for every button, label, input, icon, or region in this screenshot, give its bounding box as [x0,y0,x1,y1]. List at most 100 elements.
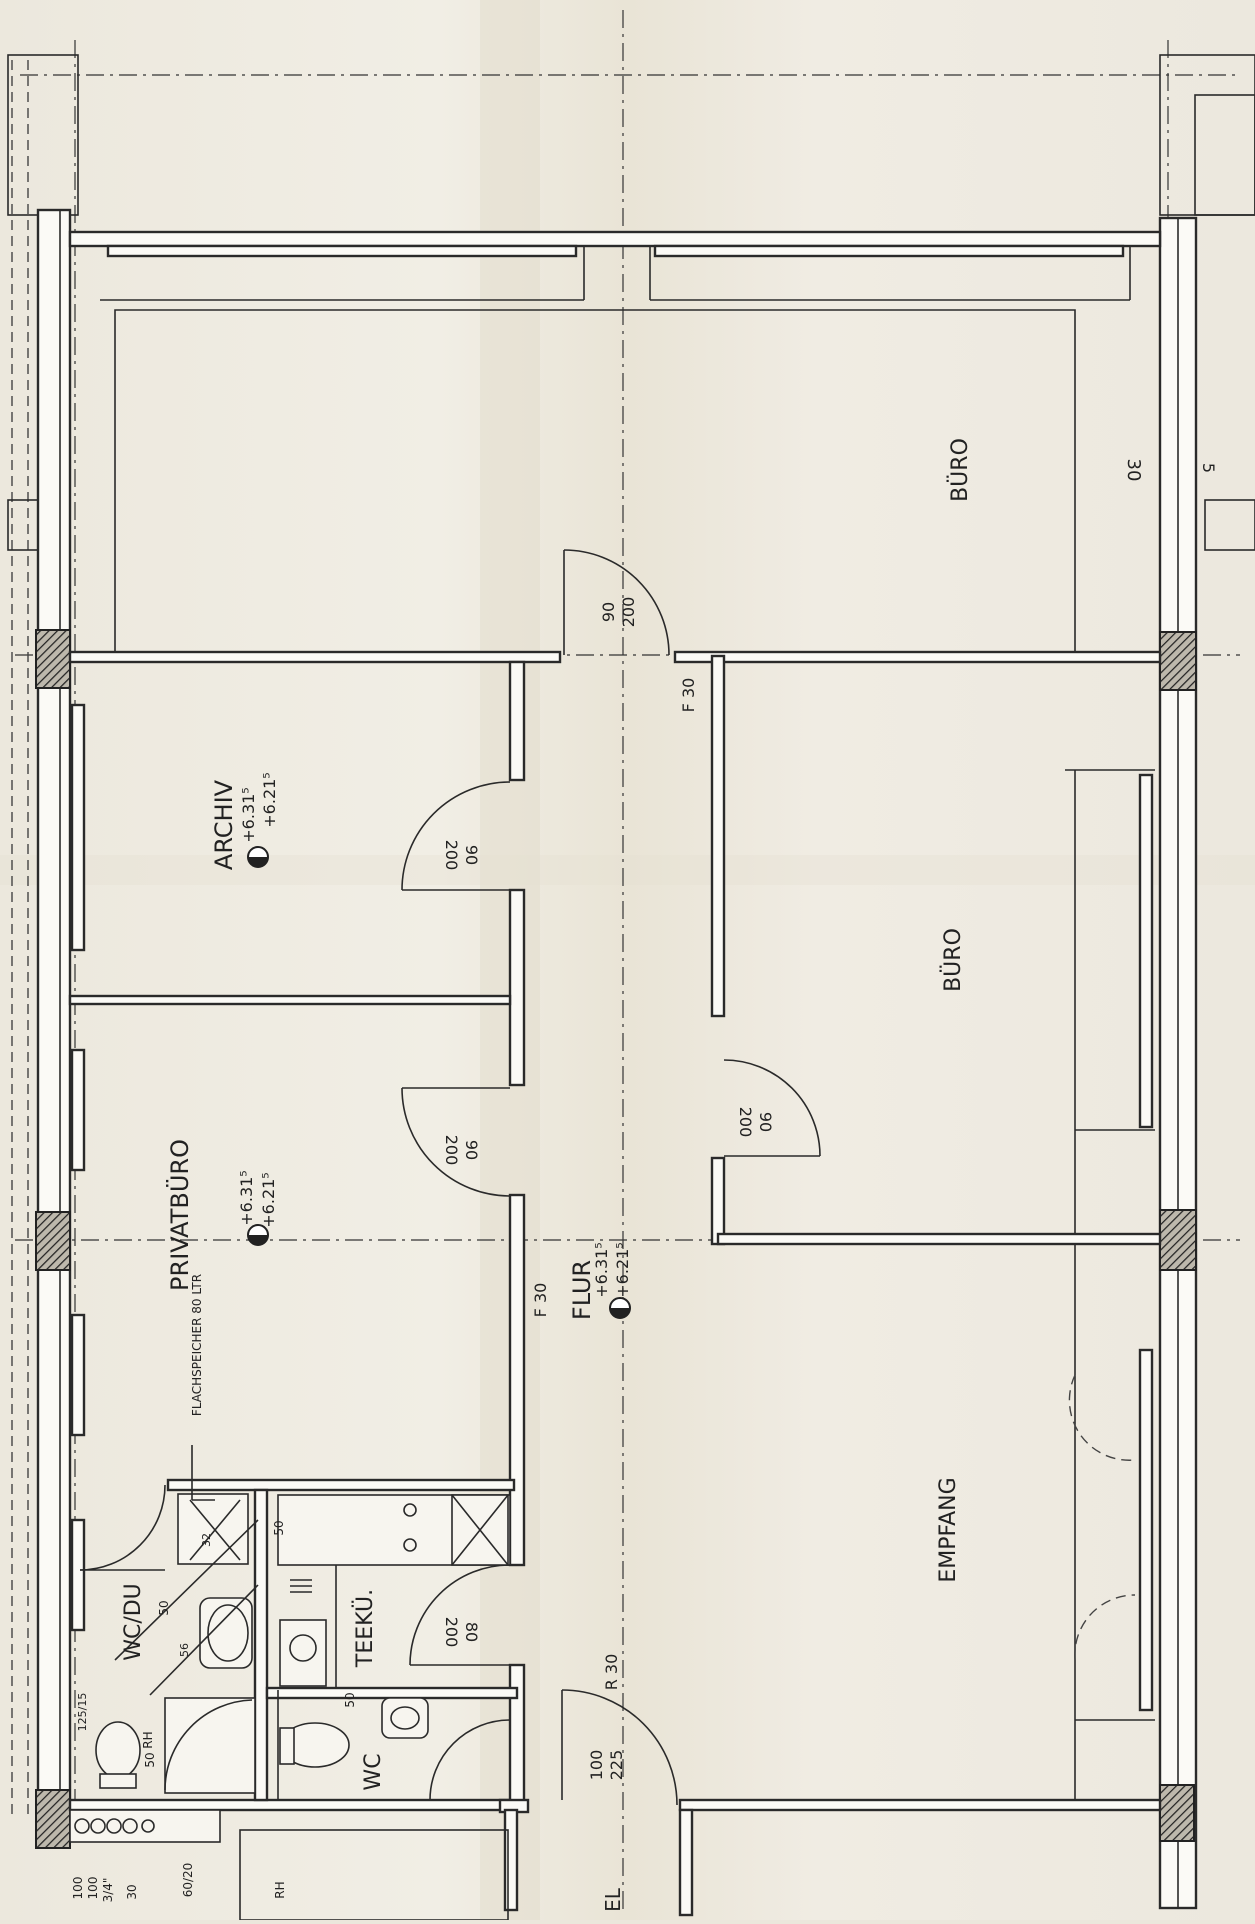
shower-curtain-arc [164,1699,253,1791]
rh-label: RH [141,1731,155,1748]
door-dim-buero-top-width: 90 [599,602,618,622]
exterior-wall-top [68,230,1162,248]
door-dim-buero-mid-height: 200 [736,1107,755,1138]
window-left [70,1048,86,1172]
column [35,1789,71,1849]
door-dim-teekueche-height: 200 [442,1617,461,1648]
dimension-label: 50 [157,1600,171,1615]
column [35,629,71,689]
room-outline-buero-top [114,309,1076,660]
door-swing-dashed [1068,1374,1136,1461]
door-swing-wc-du [79,1484,166,1571]
dimension-label: 50 [272,1520,286,1535]
window-top-left [106,244,578,258]
balcony-outline-right-2 [1204,499,1255,551]
door-dim-buero-top-height: 200 [619,597,638,628]
fold-shadow [0,855,1255,885]
window-left [70,703,86,952]
door-swing-wc [429,1719,511,1801]
level-marker-flur [609,1297,631,1319]
door-swing-teekueche [409,1564,511,1666]
balcony-outline-right-inner [1194,94,1255,216]
wall-wc-teekueche [265,1686,519,1700]
level-archiv-lower: +6.21⁵ [260,772,279,827]
dimension-label: 32 [200,1533,213,1547]
diagonal-pipe [114,1519,259,1661]
level-marker-privatbuero [247,1224,269,1246]
window-left [70,1313,86,1437]
wall-bottom-left [68,1798,512,1812]
water-heater-cross [189,1499,241,1561]
wall-bottom-stub [503,1808,519,1912]
door-swing-dashed [1074,1594,1136,1661]
level-marker-archiv [247,846,269,868]
door-swing-buero-top [563,549,670,656]
door-swing-entry [561,1689,678,1806]
wall-corridor-right-1 [710,654,726,1018]
wall-corridor-left-2 [508,888,526,1087]
dimension-label: 50 [343,1692,357,1707]
door-dim-entry-height: 225 [607,1750,626,1781]
pipe [90,1818,106,1834]
column [1159,1209,1197,1271]
door-dim-privatbuero-height: 200 [442,1135,461,1166]
column [1159,631,1197,691]
door-dim-entry-width: 100 [587,1750,606,1781]
room-label-wc: WC [361,1753,386,1790]
door-dim-teekueche-width: 80 [462,1622,481,1642]
room-label-privatbuero: PRIVATBÜRO [165,1139,194,1291]
window-left [70,1518,86,1632]
wall-bottom-right [678,1798,1162,1812]
door-swing-privatbuero [401,1087,511,1197]
stove-burner [403,1538,417,1552]
wall-corridor-left-3 [508,1193,526,1567]
room-label-archiv: ARCHIV [210,779,238,870]
window-right [1138,773,1154,1129]
column [1159,1784,1195,1842]
door-dim-privatbuero-width: 90 [462,1140,481,1160]
fire-rating-label: R 30 [602,1654,621,1691]
wall-buero-top-bottom-right [673,650,1162,664]
door-swing-archiv [401,781,511,891]
level-archiv-upper: +6.31⁵ [239,787,258,842]
rh-label: RH [273,1881,287,1898]
level-flur-lower: +6.21⁵ [613,1242,632,1297]
kitchen-sink-bowl [289,1634,317,1662]
diagonal-pipe [149,1584,259,1696]
wall-wc-du-right [253,1488,269,1802]
pipe [74,1818,90,1834]
lower-room-outline [239,1829,509,1921]
level-privatbuero-upper: +6.31⁵ [237,1170,256,1225]
door-dim-buero-mid-width: 90 [756,1112,775,1132]
fire-rating-label: F 30 [531,1283,550,1318]
dimension-label: 125/15 [76,1693,89,1732]
shower-tray [164,1697,256,1794]
room-label-flur: FLUR [568,1260,596,1320]
toilet-tank-wc [279,1727,295,1765]
kitchen-cabinet-cross [451,1494,509,1566]
door-dim-archiv-height: 200 [442,840,461,871]
dimension-label: 30 [1123,459,1144,482]
room-label-wc-du: WC/DU [121,1583,146,1661]
el-label: EL [601,1887,625,1912]
room-label-empfang: EMPFANG [936,1477,961,1582]
stove-burner [403,1503,417,1517]
balcony-outline-right [1159,54,1255,216]
toilet-tank-wc-du [99,1773,137,1789]
level-privatbuero-lower: +6.21⁵ [259,1172,278,1227]
balcony-outline-left [7,54,79,216]
door-swing-buero-mid [723,1059,821,1157]
wall-archiv-privatbuero [68,994,512,1006]
wall-corridor-left-4 [508,1663,526,1812]
wc-washbasin-bowl [390,1706,420,1730]
exterior-wall-left [36,208,72,1812]
wall-buero-top-bottom-left [68,650,562,664]
room-label-buero-mid: BÜRO [940,928,966,992]
toilet-wc-du [95,1721,141,1779]
pipe-label: 100 [86,1877,100,1900]
room-label-buero-top: BÜRO [947,438,973,502]
door-dim-archiv-width: 90 [462,845,481,865]
level-flur-upper: +6.31⁵ [592,1242,611,1297]
